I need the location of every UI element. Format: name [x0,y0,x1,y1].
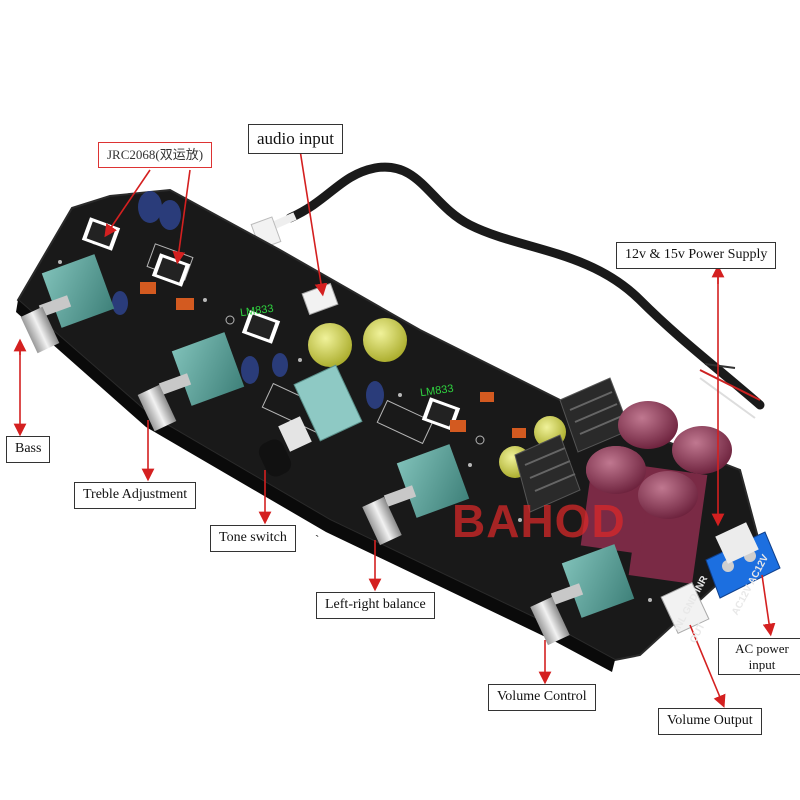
tone-switch [258,364,363,477]
brand-watermark: BAHOD [452,495,626,547]
filter-capacitors [580,401,732,584]
treble-label: Treble Adjustment [74,482,197,509]
output-connector [301,282,710,634]
chip-label: JRC2068(双运放) [98,142,213,168]
audio-input-label: audio input [248,124,343,155]
small-capacitors [112,191,526,438]
power-terminal [705,522,781,599]
ac-power-label: AC power input [718,638,800,676]
volume-potentiometer [530,544,635,646]
annotation-arrows [13,149,776,708]
treble-potentiometer [137,332,245,432]
balance-label: Left-right balance [316,592,435,619]
balance-potentiometer [362,444,470,546]
stray-mark: ` [315,532,320,547]
power-supply-label: 12v & 15v Power Supply [616,242,777,269]
volume-output-label: Volume Output [658,708,762,735]
bass-label: Bass [6,436,51,463]
tone-switch-label: Tone switch [210,525,296,552]
bass-potentiometer [20,254,115,354]
volume-control-label: Volume Control [488,684,596,711]
